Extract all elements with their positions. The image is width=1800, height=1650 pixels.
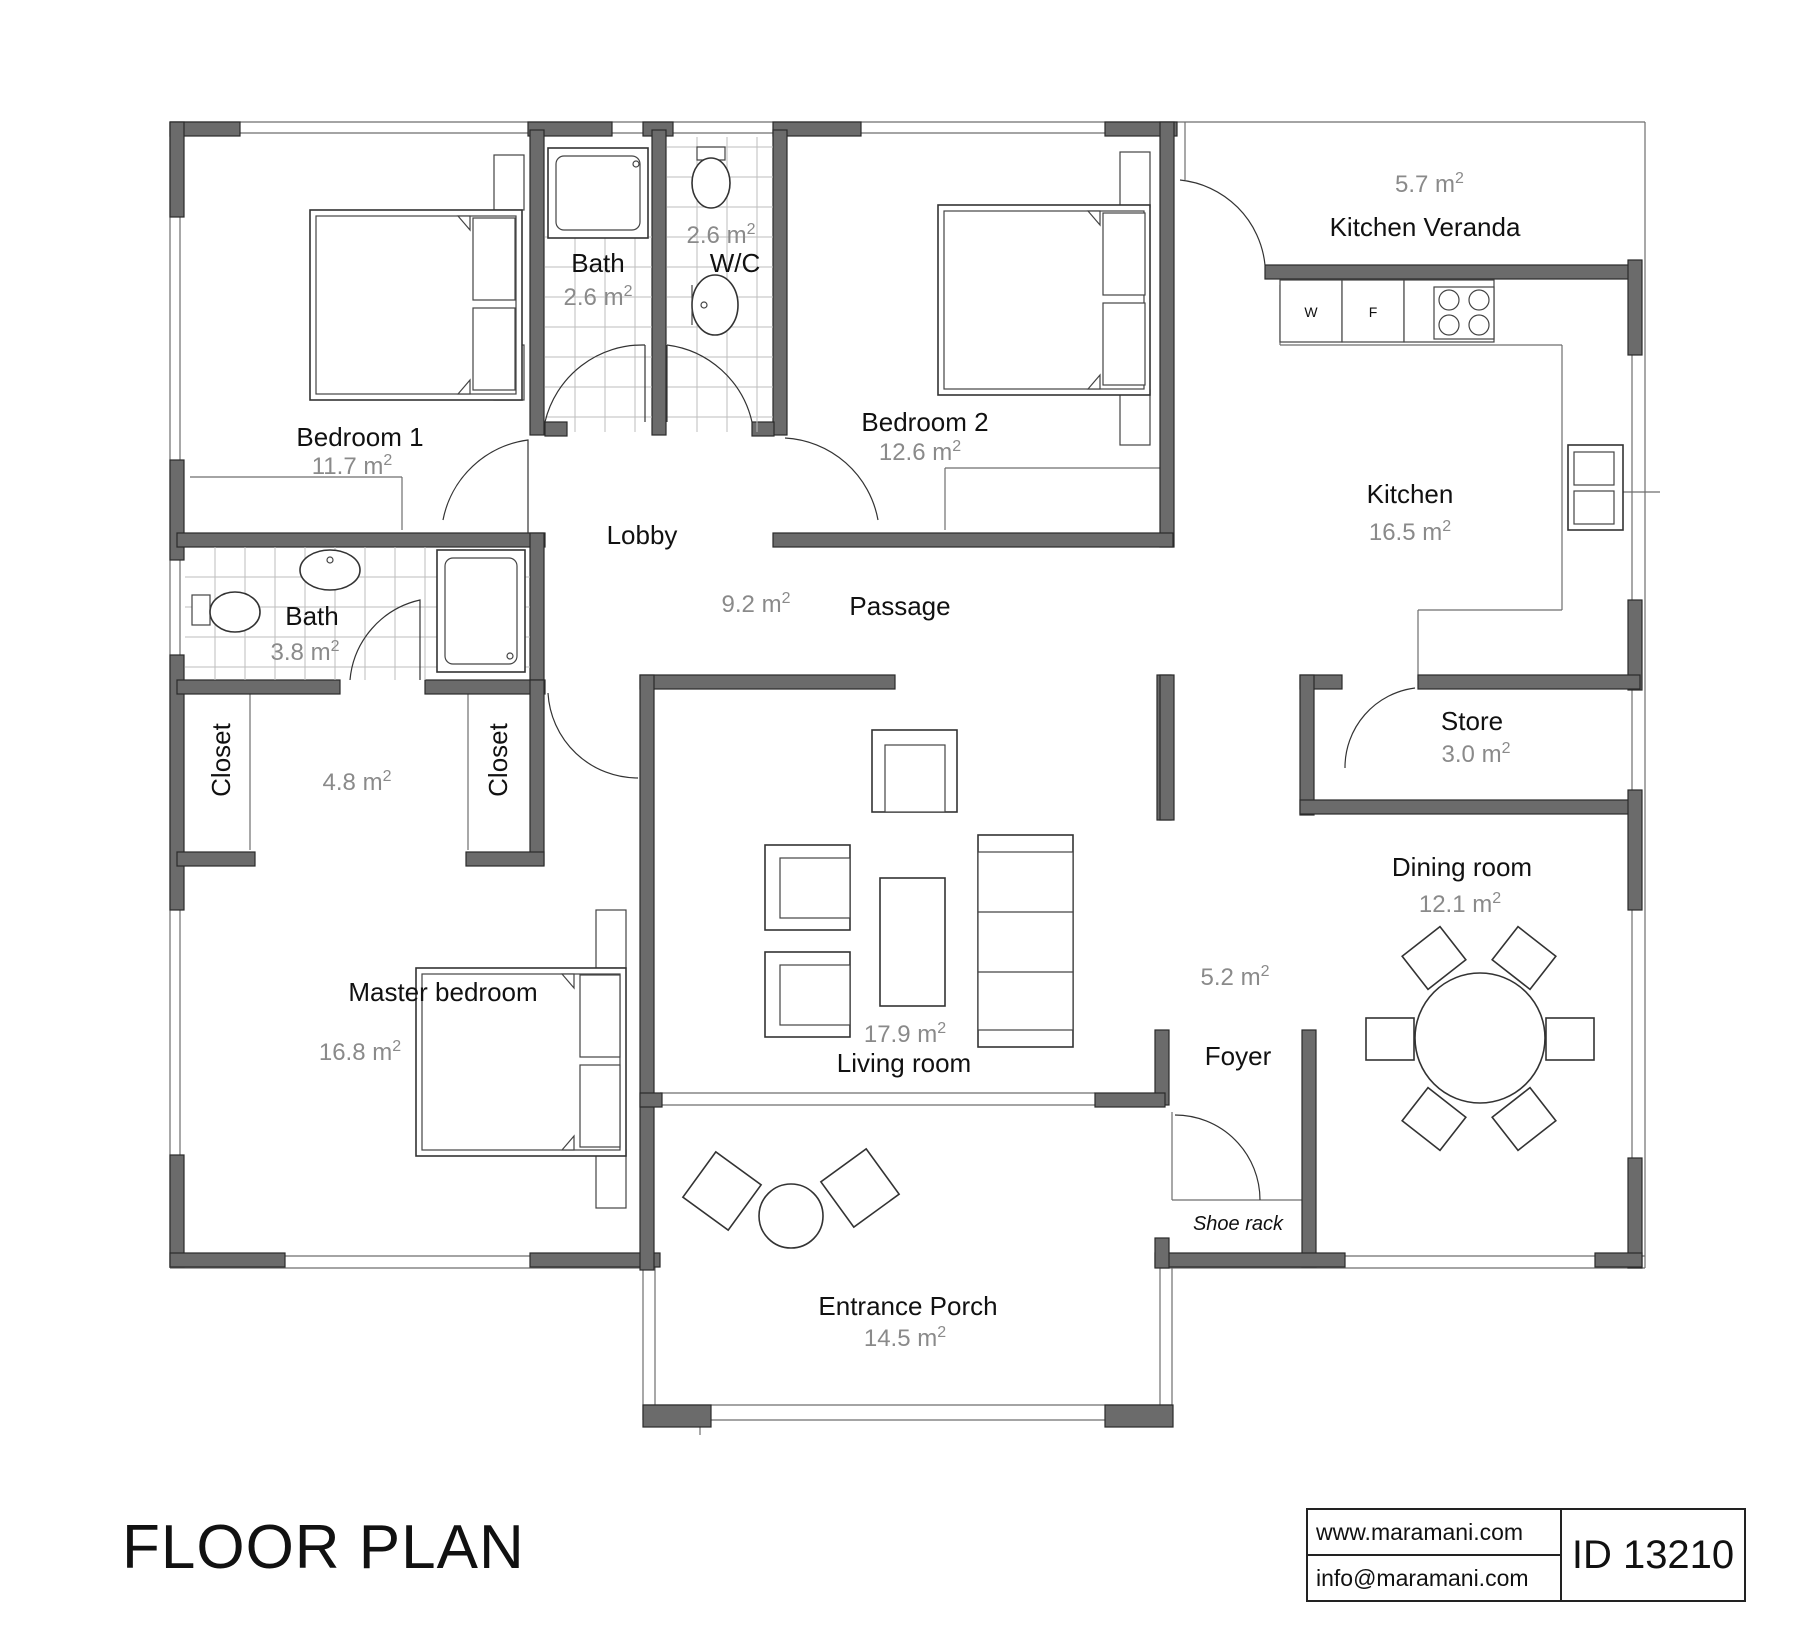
- area-passage: 9.2 m2: [722, 590, 791, 618]
- kitchen-fixtures: [1279, 279, 1624, 531]
- label-bath-1: Bath: [571, 248, 625, 278]
- contact-stamp: www.maramani.com info@maramani.com ID 13…: [1306, 1508, 1746, 1602]
- label-fridge: F: [1369, 304, 1378, 320]
- label-living-room: Living room: [837, 1048, 971, 1078]
- room-labels: 5.7 m2 Kitchen Veranda Bath 2.6 m2 2.6 m…: [206, 170, 1532, 1352]
- area-bedroom-1: 11.7 m2: [312, 452, 393, 480]
- area-kitchen-veranda: 5.7 m2: [1395, 170, 1464, 198]
- plan-id: ID 13210: [1571, 1532, 1735, 1577]
- area-walk-in: 4.8 m2: [323, 768, 392, 796]
- label-bath-2: Bath: [285, 601, 339, 631]
- label-passage: Passage: [849, 591, 950, 621]
- bed-bedroom-2: [937, 151, 1151, 446]
- area-wc: 2.6 m2: [687, 221, 756, 249]
- area-living-room: 17.9 m2: [864, 1020, 946, 1048]
- label-master-bedroom: Master bedroom: [348, 977, 537, 1007]
- label-foyer: Foyer: [1205, 1041, 1272, 1071]
- living-room-furniture: [764, 729, 1074, 1048]
- walls: [169, 121, 1643, 1428]
- area-store: 3.0 m2: [1442, 740, 1511, 768]
- label-kitchen-veranda: Kitchen Veranda: [1330, 212, 1521, 242]
- website-link[interactable]: www.maramani.com: [1308, 1510, 1560, 1556]
- area-dining-room: 12.1 m2: [1419, 890, 1501, 918]
- area-bath-2: 3.8 m2: [271, 638, 340, 666]
- email-link[interactable]: info@maramani.com: [1316, 1564, 1529, 1591]
- door-swings: [349, 179, 1416, 1201]
- contact-links: www.maramani.com info@maramani.com: [1308, 1510, 1562, 1600]
- area-entrance-porch: 14.5 m2: [864, 1324, 946, 1352]
- label-store: Store: [1441, 706, 1503, 736]
- label-lobby: Lobby: [607, 520, 678, 550]
- label-washer: W: [1304, 304, 1318, 320]
- label-closet-left: Closet: [206, 722, 236, 796]
- area-bedroom-2: 12.6 m2: [879, 438, 961, 466]
- label-entrance-porch: Entrance Porch: [818, 1291, 997, 1321]
- label-shoe-rack: Shoe rack: [1193, 1213, 1284, 1235]
- label-wc: W/C: [710, 248, 761, 278]
- area-master-bedroom: 16.8 m2: [319, 1038, 401, 1066]
- porch-furniture: [681, 1147, 901, 1249]
- bath-2-fixtures: [191, 549, 526, 673]
- area-kitchen: 16.5 m2: [1369, 518, 1451, 546]
- bath-1-fixtures: [547, 146, 739, 336]
- area-foyer: 5.2 m2: [1201, 963, 1270, 991]
- label-bedroom-2: Bedroom 2: [861, 407, 988, 437]
- page-title: FLOOR PLAN: [122, 1513, 525, 1582]
- label-dining-room: Dining room: [1392, 852, 1532, 882]
- label-closet-right: Closet: [483, 722, 513, 796]
- bed-master-bedroom: [415, 909, 627, 1209]
- dining-table-set: [1365, 925, 1595, 1152]
- area-bath-1: 2.6 m2: [564, 283, 633, 311]
- bed-bedroom-1: [309, 154, 525, 401]
- label-bedroom-1: Bedroom 1: [296, 422, 423, 452]
- label-kitchen: Kitchen: [1367, 479, 1454, 509]
